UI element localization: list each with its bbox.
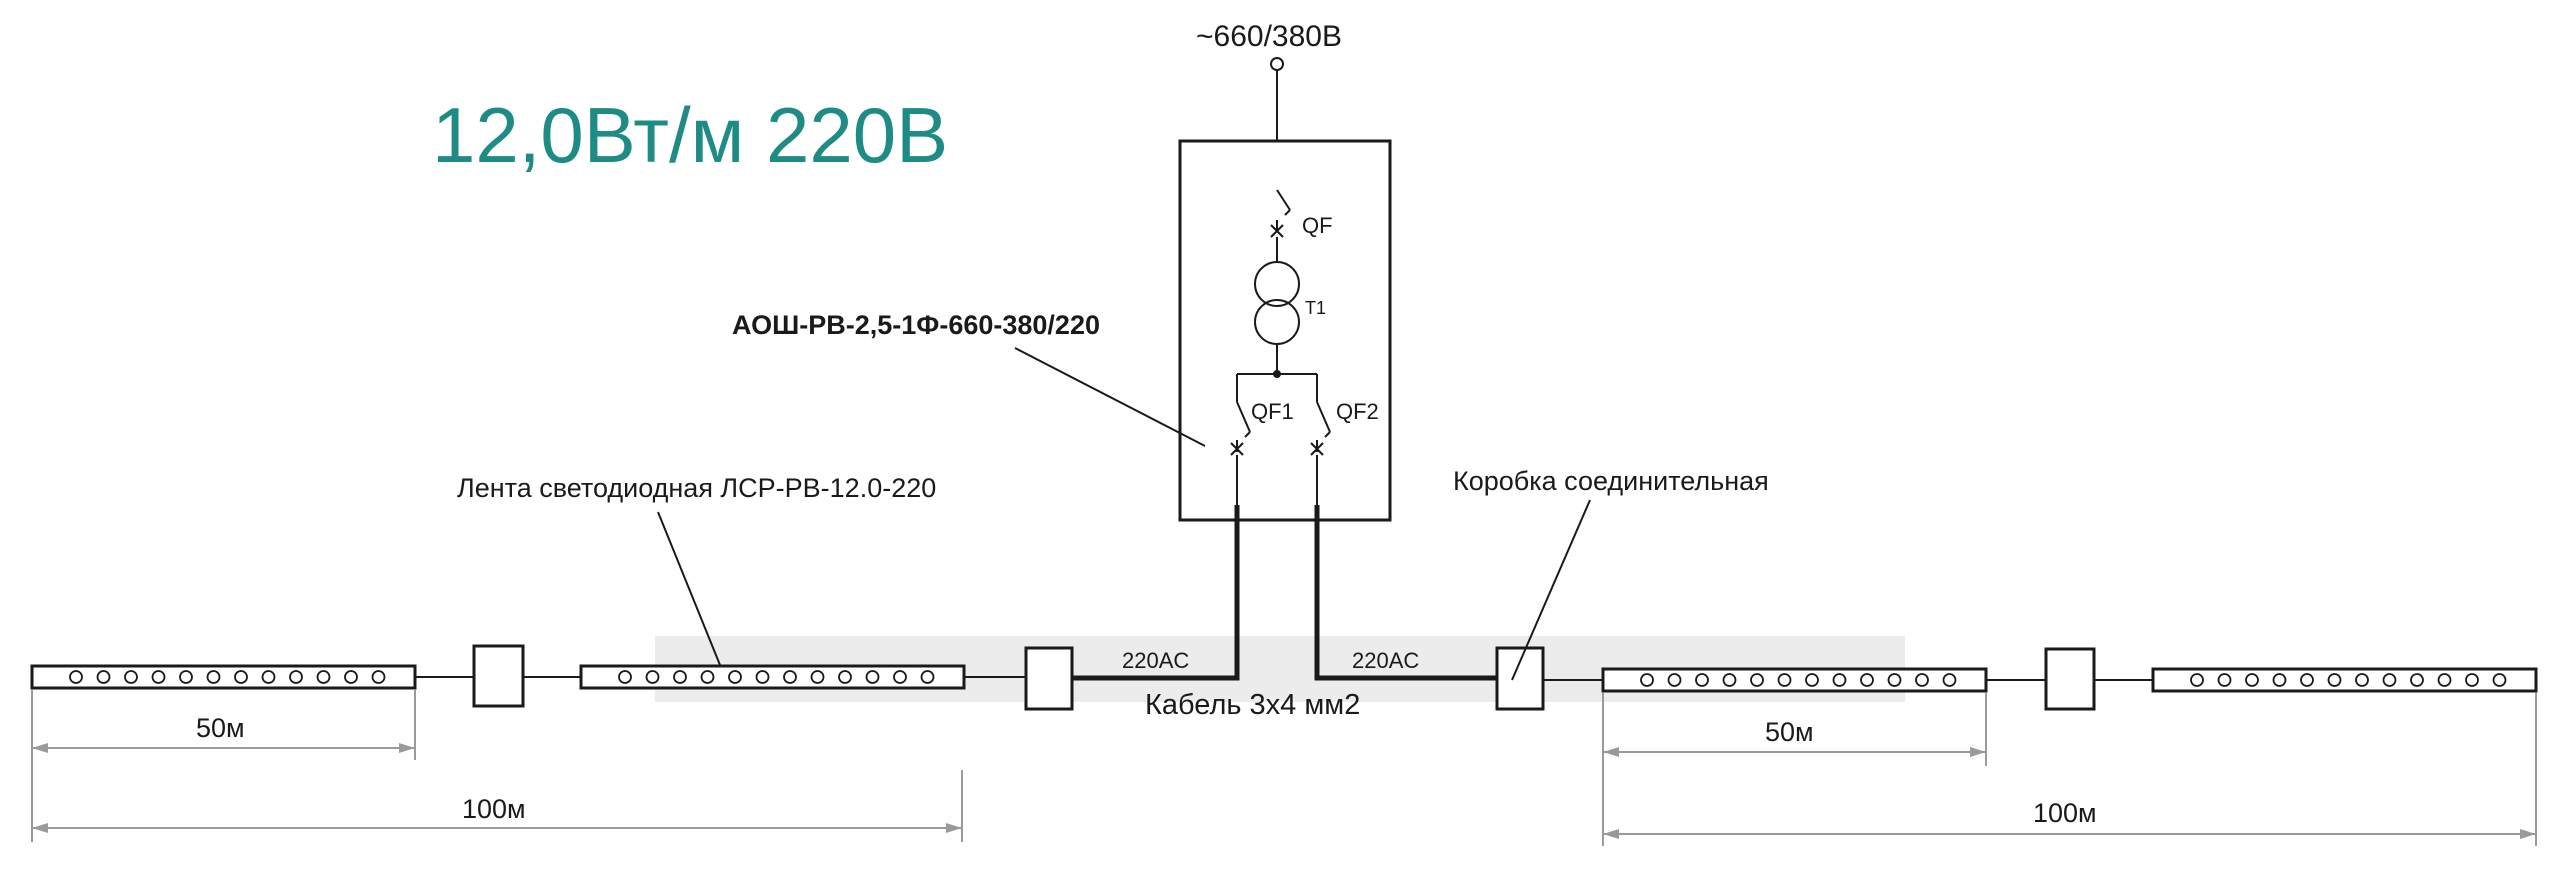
- led-dot: [2355, 673, 2369, 687]
- junction-box-left-outer: [472, 644, 525, 708]
- led-dot: [2300, 673, 2314, 687]
- junction-box-left-inner: [1024, 646, 1074, 711]
- led-dot: [2272, 673, 2287, 687]
- junction-box-right-outer: [2044, 647, 2096, 711]
- led-dot: [206, 670, 221, 684]
- dim-right-segment-label: 50м: [1765, 717, 1814, 747]
- led-dots: [69, 670, 2507, 687]
- output-cable-right: [1314, 505, 1497, 681]
- led-dot: [810, 670, 825, 684]
- led-dot: [673, 670, 687, 684]
- breaker-qf-label: QF: [1302, 213, 1333, 238]
- led-strip-leader: [657, 511, 721, 666]
- output-right-label: 220AC: [1352, 648, 1419, 673]
- dimension-right-total: [1602, 693, 2537, 846]
- led-dot: [316, 670, 331, 684]
- led-dot: [1887, 673, 1902, 687]
- supply-label: ~660/380В: [1196, 20, 1342, 53]
- led-dot: [700, 670, 715, 684]
- led-dot: [2245, 673, 2259, 687]
- led-dot: [1667, 673, 1682, 687]
- led-dot: [234, 670, 248, 684]
- supply-terminal: [1270, 57, 1284, 71]
- led-dot: [728, 670, 742, 684]
- led-strip-label: Лента светодиодная ЛСР-РВ-12.0-220: [457, 473, 936, 503]
- led-dot: [96, 670, 111, 684]
- device-leader: [1014, 347, 1206, 447]
- led-dot: [179, 670, 193, 684]
- led-dot: [645, 670, 660, 684]
- led-dot: [1832, 673, 1847, 687]
- led-dot: [618, 670, 632, 684]
- output-cable-left: [1072, 505, 1240, 681]
- led-dot: [2217, 673, 2232, 687]
- dimension-right-segment: [1602, 693, 1987, 766]
- led-dot: [1860, 673, 1874, 687]
- breaker-qf1-icon: [1230, 374, 1251, 456]
- junction-box-label: Коробка соединительная: [1453, 466, 1769, 496]
- led-dot: [1750, 673, 1764, 687]
- led-dot: [1777, 673, 1792, 687]
- cable-label: Кабель 3х4 мм2: [1145, 689, 1360, 721]
- led-dot: [755, 670, 770, 684]
- dim-right-total-label: 100м: [2033, 798, 2097, 828]
- led-dot: [1640, 673, 1654, 687]
- dim-left-segment-label: 50м: [196, 713, 245, 743]
- breaker-qf1-label: QF1: [1251, 399, 1294, 424]
- dimension-left-segment: [31, 690, 416, 760]
- breaker-qf2-label: QF2: [1336, 399, 1379, 424]
- led-dot: [1805, 673, 1819, 687]
- page-title: 12,0Вт/м 220В: [432, 91, 948, 179]
- led-dot: [893, 670, 907, 684]
- led-dot: [261, 670, 276, 684]
- led-dot: [1915, 673, 1929, 687]
- led-dot: [2327, 673, 2342, 687]
- led-dot: [2492, 673, 2507, 687]
- led-dot: [69, 670, 83, 684]
- led-dot: [1722, 673, 1737, 687]
- led-dot: [2465, 673, 2479, 687]
- led-dot: [2437, 673, 2452, 687]
- led-dot: [2382, 673, 2397, 687]
- led-dot: [865, 670, 880, 684]
- led-dot: [920, 670, 935, 684]
- led-dot: [1695, 673, 1709, 687]
- breaker-qf-icon: [1270, 189, 1291, 262]
- led-dot: [124, 670, 138, 684]
- breaker-qf2-icon: [1310, 374, 1331, 456]
- led-dot: [371, 670, 386, 684]
- junction-box-leader: [1511, 499, 1591, 681]
- transformer-label: T1: [1305, 298, 1326, 318]
- led-dot: [2410, 673, 2424, 687]
- dim-left-total-label: 100м: [462, 794, 526, 824]
- led-dot: [344, 670, 358, 684]
- led-dot: [783, 670, 797, 684]
- led-dot: [151, 670, 166, 684]
- led-dot: [2190, 673, 2204, 687]
- junction-box-right-inner: [1495, 646, 1545, 711]
- device-cabinet: [1178, 139, 1392, 522]
- led-dot: [289, 670, 303, 684]
- output-left-label: 220AC: [1122, 648, 1189, 673]
- dimension-left-total: [31, 760, 963, 842]
- led-dot: [1942, 673, 1957, 687]
- led-dot: [838, 670, 852, 684]
- device-label: АОШ-РВ-2,5-1Ф-660-380/220: [732, 310, 1100, 340]
